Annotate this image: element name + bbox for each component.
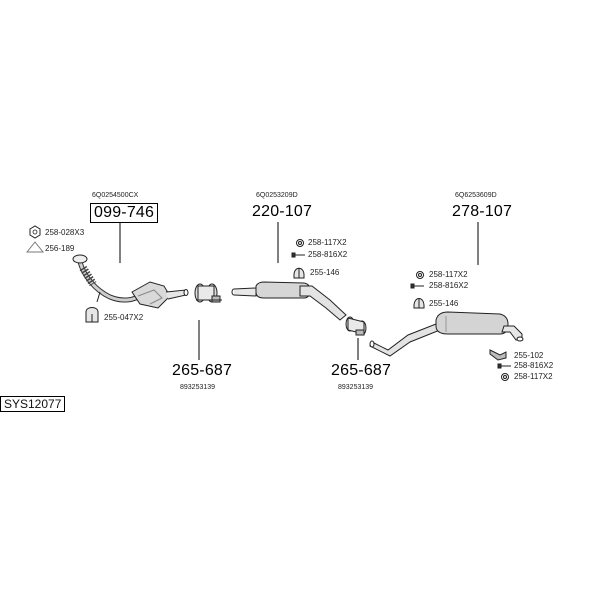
mid-ring-label[interactable]: 258-117X2 [308,238,347,247]
mid-hanger-icon [293,267,305,279]
tail-bracket-label[interactable]: 255-102 [514,351,544,360]
clamp-b-part-number[interactable]: 265-687 [331,362,392,379]
clamp-a-oem-label: 893253139 [180,384,216,391]
middle-silencer-oem-label: 6Q0253209D [256,192,298,199]
rear-ring-label[interactable]: 258-117X2 [429,270,468,279]
cat-body [131,281,171,309]
cat-hanger-label[interactable]: 255-047X2 [104,313,144,322]
rear-pipe [369,323,441,357]
front-flange [72,254,88,264]
catalytic-part-number[interactable]: 099-746 [90,203,159,223]
tail-bolt-label[interactable]: 258-816X2 [514,361,554,370]
mid-bolt-label[interactable]: 258-816X2 [308,250,348,259]
tail-bolt-icon [497,363,511,369]
nut-label[interactable]: 258-028X3 [45,228,85,237]
mid-hanger-label[interactable]: 255-146 [310,268,340,277]
rear-silencer-part-number[interactable]: 278-107 [452,203,513,220]
rear-silencer-body [435,311,509,335]
gasket-icon [25,241,45,253]
system-code-label: SYS12077 [0,396,66,412]
nut-hole-icon [32,229,38,235]
mid-bolt-icon [291,252,305,258]
cat-hanger-icon [85,307,99,323]
catalytic-converter [72,254,189,309]
tail-bracket-icon [489,349,507,361]
mid-ring-icon [296,239,304,247]
rear-hanger-icon [413,298,425,309]
catalytic-oem-label: 6Q0254500CX [92,192,139,199]
gasket-label[interactable]: 256-189 [45,244,75,253]
tail-ring-icon [501,373,509,381]
clamp-b-icon [345,316,367,336]
clamp-a-part-number[interactable]: 265-687 [172,362,233,379]
rear-silencer-oem-label: 6Q6253609D [455,192,497,199]
leader-lines [119,222,479,360]
tail-ring-label[interactable]: 258-117X2 [514,372,553,381]
rear-bolt-icon [410,283,424,289]
flex-section [79,265,97,287]
rear-bolt-label[interactable]: 258-816X2 [429,281,469,290]
rear-hanger-label[interactable]: 255-146 [429,299,459,308]
rear-ring-icon [416,271,424,279]
clamp-a-icon [194,283,222,303]
nut-icon [29,225,41,239]
rear-silencer [369,311,524,357]
clamp-b-oem-label: 893253139 [338,384,374,391]
middle-silencer-part-number[interactable]: 220-107 [252,203,313,220]
middle-silencer [231,281,347,321]
